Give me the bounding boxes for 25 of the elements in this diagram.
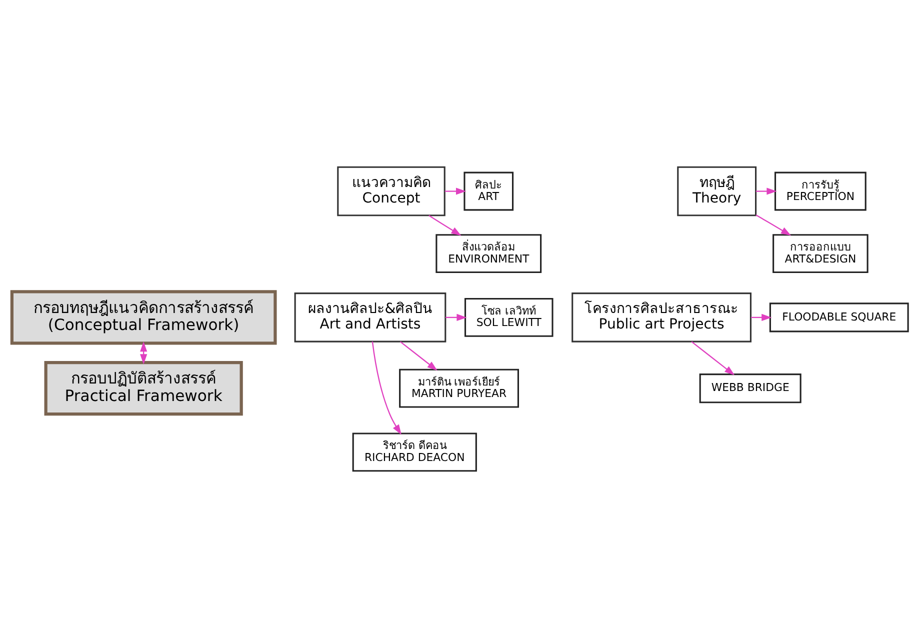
node-box: แนวความคิด Concept [337,166,446,216]
arrow [756,214,792,236]
node-box: สิ่งแวดล้อม ENVIRONMENT [436,234,542,273]
arrow [691,340,735,375]
node-box: มาร์ติน เพอร์เยียร์ MARTIN PURYEAR [399,368,519,408]
arrow [756,187,777,194]
node-box: การรับรู้ PERCEPTION [774,171,866,210]
node-box: โซล เลวิทท์ SOL LEWITT [464,297,554,336]
arrow [444,187,466,194]
arrow [446,313,467,320]
arrow [751,313,772,320]
arrow [140,340,148,364]
node-box: FLOODABLE SQUARE [769,302,909,332]
node-box: ทฤษฎี Theory [677,166,757,216]
arrow [428,214,462,236]
node-box: กรอบทฤษฎีแนวคิดการสร้างสรรค์ (Conceptual Framework) [10,290,277,344]
node-box: กรอบปฏิบัติสร้างสรรค์ Practical Framework [44,360,243,416]
node-box: ริชาร์ด ดีคอน RICHARD DEACON [352,432,477,472]
node-box: ศิลปะ ART [464,171,514,210]
node-box: WEBB BRIDGE [699,373,802,403]
node-box: การออกแบบ ART&DESIGN [772,234,868,273]
arrow [400,340,438,370]
node-box: โครงการศิลปะสาธารณะ Public art Projects [572,292,752,342]
node-box: ผลงานศิลปะ&ศิลปิน Art and Artists [294,292,446,342]
arrow [372,341,402,434]
